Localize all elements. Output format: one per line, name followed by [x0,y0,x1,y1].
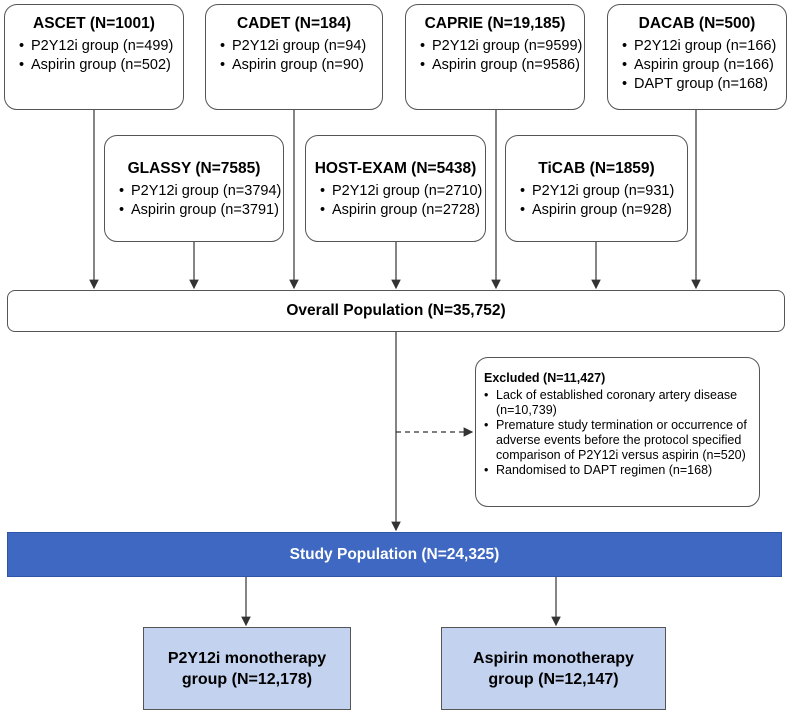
trial-box-host-exam: HOST-EXAM (N=5438) P2Y12i group (n=2710)… [305,135,486,242]
trial-item: Aspirin group (n=166) [622,56,786,75]
excluded-item: Lack of established coronary artery dise… [484,388,749,418]
study-population-box: Study Population (N=24,325) [7,532,782,577]
trial-item: Aspirin group (n=9586) [420,56,584,75]
trial-box-dacab: DACAB (N=500) P2Y12i group (n=166) Aspir… [607,4,787,110]
excluded-box: Excluded (N=11,427) Lack of established … [475,357,760,507]
trial-item: Aspirin group (n=3791) [119,201,283,220]
trial-box-ascet: ASCET (N=1001) P2Y12i group (n=499) Aspi… [4,4,184,110]
arm-label-line: group (N=12,147) [488,670,619,688]
excluded-item: Premature study termination or occurrenc… [484,418,749,463]
trial-title: CADET (N=184) [236,15,352,32]
trial-item: Aspirin group (n=2728) [320,201,485,220]
trial-item: DAPT group (n=168) [622,75,786,94]
trial-box-caprie: CAPRIE (N=19,185) P2Y12i group (n=9599) … [405,4,585,110]
trial-title: CAPRIE (N=19,185) [424,15,566,32]
overall-population-label: Overall Population (N=35,752) [286,302,506,319]
overall-population-box: Overall Population (N=35,752) [7,290,785,332]
aspirin-monotherapy-box: Aspirin monotherapy group (N=12,147) [441,627,666,710]
arm-label-line: Aspirin monotherapy [473,649,634,667]
trial-title: ASCET (N=1001) [33,15,155,32]
trial-item: P2Y12i group (n=9599) [420,37,584,56]
trial-item: P2Y12i group (n=499) [19,37,183,56]
trial-item: P2Y12i group (n=3794) [119,182,283,201]
trial-item: P2Y12i group (n=166) [622,37,786,56]
trial-title: HOST-EXAM (N=5438) [314,160,477,177]
trial-title: GLASSY (N=7585) [127,160,261,177]
trial-item: Aspirin group (n=502) [19,56,183,75]
study-population-label: Study Population (N=24,325) [289,545,500,563]
trial-item: Aspirin group (n=90) [220,56,382,75]
excluded-item: Randomised to DAPT regimen (n=168) [484,463,749,478]
trial-item: P2Y12i group (n=2710) [320,182,485,201]
trial-box-ticab: TiCAB (N=1859) P2Y12i group (n=931) Aspi… [505,135,688,242]
p2y12i-monotherapy-box: P2Y12i monotherapy group (N=12,178) [143,627,351,710]
excluded-title: Excluded (N=11,427) [484,371,606,385]
trial-box-glassy: GLASSY (N=7585) P2Y12i group (n=3794) As… [104,135,284,242]
trial-item: Aspirin group (n=928) [520,201,687,220]
trial-item: P2Y12i group (n=931) [520,182,687,201]
trial-title: DACAB (N=500) [638,15,756,32]
trial-title: TiCAB (N=1859) [538,160,655,177]
trial-item: P2Y12i group (n=94) [220,37,382,56]
trial-box-cadet: CADET (N=184) P2Y12i group (n=94) Aspiri… [205,4,383,110]
arm-label-line: P2Y12i monotherapy [167,649,327,667]
arm-label-line: group (N=12,178) [181,670,313,688]
